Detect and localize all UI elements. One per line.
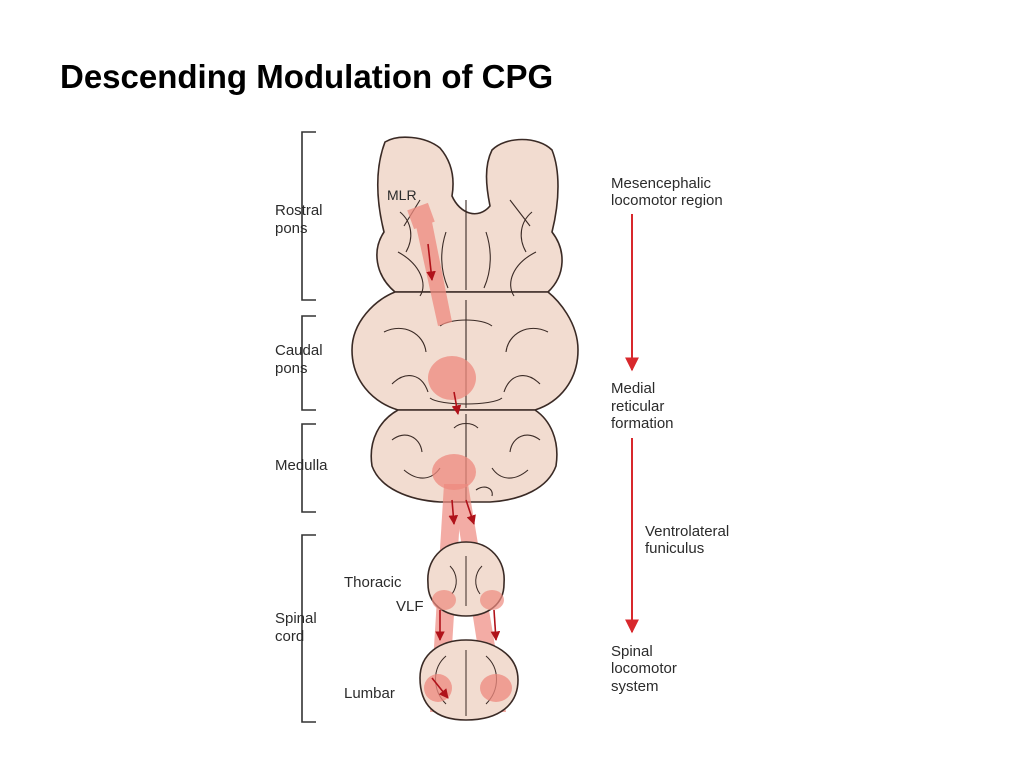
bracket-spinal-cord [301, 534, 316, 723]
svg-text:formation: formation [611, 415, 674, 432]
lumbar-cord-section [419, 639, 519, 721]
label-mlr: MLR [387, 187, 417, 203]
pathway-step-medial-reticular: Medial reticular formation [611, 380, 674, 432]
vlf-arrows [435, 499, 501, 641]
svg-text:Medulla: Medulla [275, 457, 328, 474]
pathway-step-mlr: Mesencephalic locomotor region [611, 175, 723, 209]
svg-text:cord: cord [275, 628, 304, 645]
svg-text:Ventrolateral: Ventrolateral [645, 523, 729, 540]
slide-title: Descending Modulation of CPG [60, 58, 554, 95]
midbrain-section [376, 136, 563, 293]
thoracic-cord-section [427, 541, 505, 617]
region-brackets [301, 131, 316, 723]
region-label-medulla: Medulla [275, 457, 328, 474]
mlr-nucleus [407, 202, 435, 230]
svg-text:pons: pons [275, 220, 308, 237]
bracket-caudal-pons [301, 315, 316, 411]
region-label-spinal-cord: Spinal cord [275, 610, 317, 645]
medial-reticular-medulla [432, 454, 476, 490]
label-vlf: VLF [396, 598, 424, 615]
svg-text:Spinal: Spinal [611, 643, 653, 660]
svg-text:funiculus: funiculus [645, 540, 704, 557]
brainstem-internal-detail [383, 199, 549, 500]
label-thoracic: Thoracic [344, 574, 402, 591]
svg-text:locomotor: locomotor [611, 660, 677, 677]
svg-text:system: system [611, 678, 659, 695]
bracket-medulla [301, 423, 316, 513]
label-lumbar: Lumbar [344, 685, 395, 702]
svg-text:pons: pons [275, 360, 308, 377]
region-label-caudal-pons: Caudal pons [275, 342, 323, 377]
brainstem-arrows [426, 243, 462, 415]
svg-text:locomotor region: locomotor region [611, 192, 723, 209]
svg-text:Medial: Medial [611, 380, 655, 397]
medial-reticular-pons [428, 356, 476, 400]
svg-text:Rostral: Rostral [275, 202, 323, 219]
svg-text:Mesencephalic: Mesencephalic [611, 175, 712, 192]
pathway-step-spinal-locomotor: Spinal locomotor system [611, 643, 677, 695]
svg-text:reticular: reticular [611, 398, 664, 415]
bracket-rostral-pons [301, 131, 316, 301]
pathway-label-vlf: Ventrolateral funiculus [645, 523, 729, 557]
region-label-rostral-pons: Rostral pons [275, 202, 323, 237]
svg-text:Caudal: Caudal [275, 342, 323, 359]
svg-text:Spinal: Spinal [275, 610, 317, 627]
